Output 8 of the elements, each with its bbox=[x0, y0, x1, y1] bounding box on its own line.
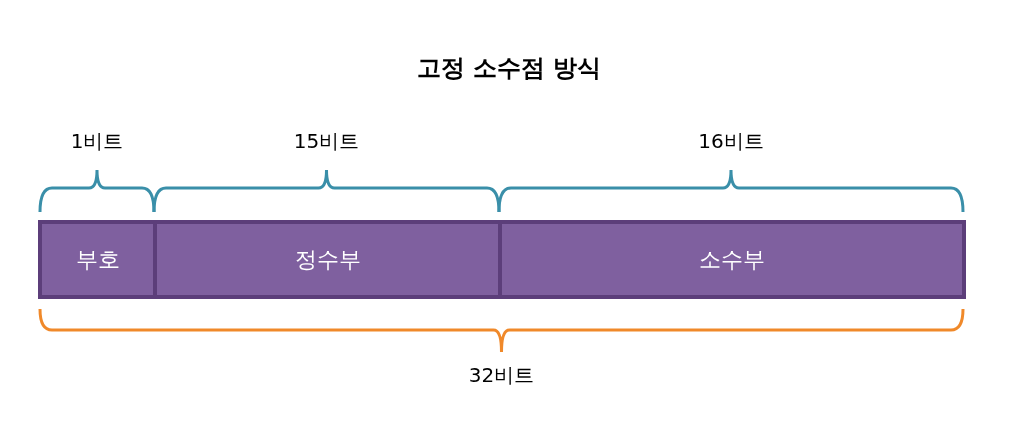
diagram-title: 고정 소수점 방식 bbox=[415, 53, 603, 84]
field-label: 정수부 bbox=[294, 245, 361, 274]
field-label: 소수부 bbox=[699, 245, 765, 274]
bit-count-label: 1비트 bbox=[69, 128, 125, 155]
bit-count-label: 15비트 bbox=[292, 128, 361, 155]
field-label: 부호 bbox=[75, 245, 120, 274]
bit-count-label: 32비트 bbox=[467, 362, 536, 389]
bit-count-label: 16비트 bbox=[697, 128, 765, 155]
